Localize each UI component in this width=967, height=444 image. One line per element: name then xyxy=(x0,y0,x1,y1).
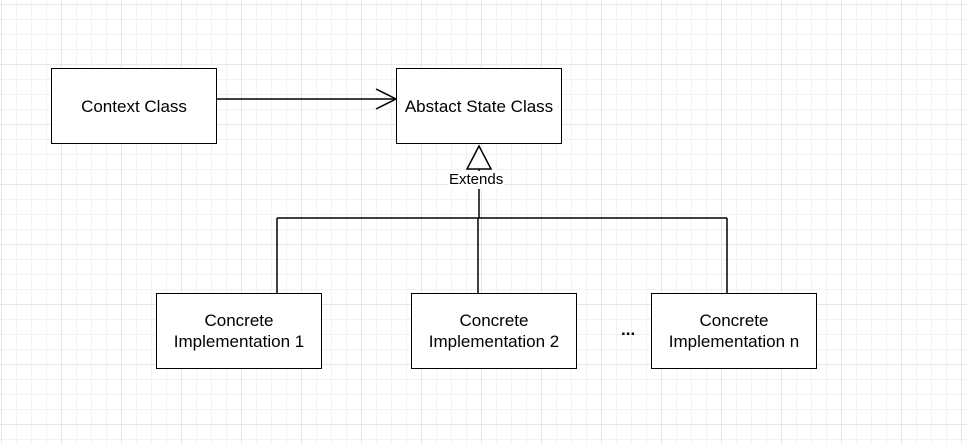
concrete-n-line2: Implementation n xyxy=(668,332,800,351)
concrete-implementation-1-box[interactable]: Concrete Implementation 1 xyxy=(156,293,322,369)
concrete-1-line1: Concrete xyxy=(204,311,274,330)
concrete-1-line2: Implementation 1 xyxy=(173,332,305,351)
concrete-2-line1: Concrete xyxy=(459,311,529,330)
concrete-implementation-2-box[interactable]: Concrete Implementation 2 xyxy=(411,293,577,369)
abstract-state-class-label: Abstact State Class xyxy=(404,96,554,116)
concrete-2-line2: Implementation 2 xyxy=(428,332,560,351)
concrete-n-line1: Concrete xyxy=(699,311,769,330)
extends-label: Extends xyxy=(448,171,505,189)
more-implementations-ellipsis: ... xyxy=(621,320,636,339)
abstract-state-class-box[interactable]: Abstact State Class xyxy=(396,68,562,144)
concrete-implementation-n-box[interactable]: Concrete Implementation n xyxy=(651,293,817,369)
context-class-box[interactable]: Context Class xyxy=(51,68,217,144)
inheritance-triangle xyxy=(465,144,493,170)
context-class-label: Context Class xyxy=(81,96,187,116)
